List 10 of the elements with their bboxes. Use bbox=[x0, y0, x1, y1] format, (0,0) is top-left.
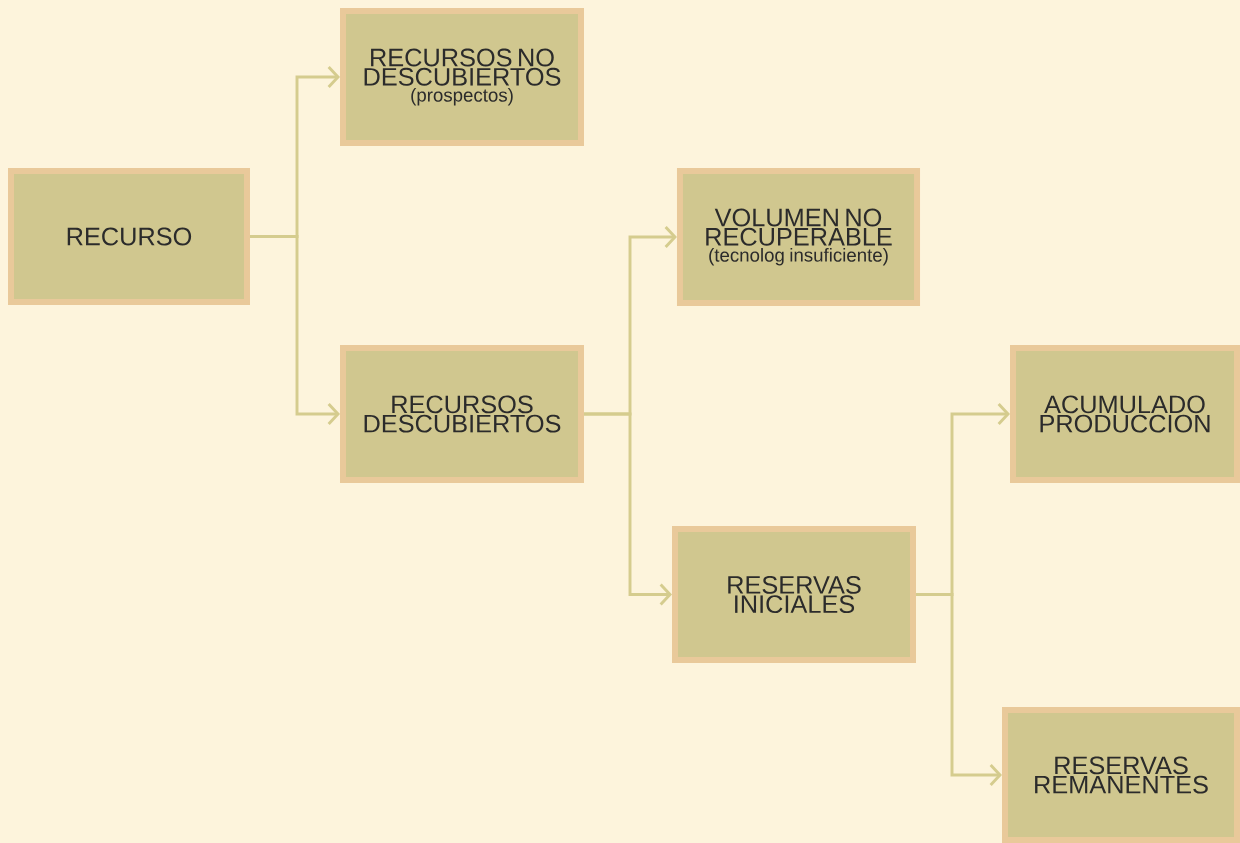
process-box: RESERVAS INICIALES bbox=[672, 526, 916, 663]
process-box: VOLUMEN NO RECUPERABLE (tecnolog insuficiente) bbox=[676, 168, 921, 306]
arrow bbox=[250, 235, 340, 425]
process-box: ACUMULADO PRODUCCION bbox=[1010, 345, 1240, 483]
process-box: RECURSOS DESCUBIERTOS bbox=[340, 345, 584, 483]
process-box: RECURSO bbox=[8, 168, 250, 305]
arrow bbox=[916, 593, 1002, 786]
process-box: RECURSOS NO DESCUBIERTOS (prospectos) bbox=[340, 8, 584, 146]
process-box: RESERVAS REMANENTES bbox=[1002, 707, 1240, 843]
arrow bbox=[584, 412, 672, 606]
